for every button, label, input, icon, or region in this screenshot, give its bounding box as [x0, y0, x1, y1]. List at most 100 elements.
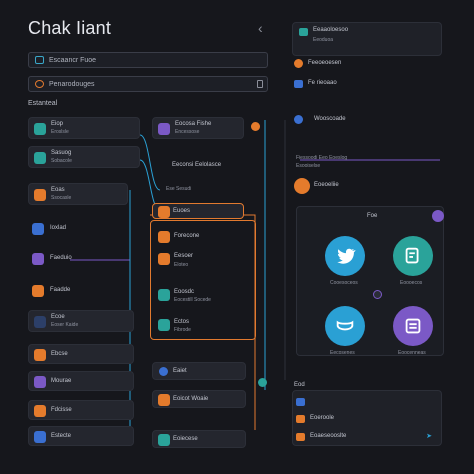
- search-placeholder: Escaancr Fuoe: [49, 57, 97, 64]
- list-item[interactable]: Eiop Eroslsle: [28, 117, 140, 139]
- list-item[interactable]: Ebcse: [28, 344, 134, 364]
- item-icon: [32, 223, 44, 235]
- notes-node[interactable]: [393, 236, 433, 276]
- right-item[interactable]: Fe rieoaao: [294, 78, 434, 90]
- item-icon: [34, 152, 46, 164]
- item-icon: [294, 59, 303, 68]
- search-icon: [35, 56, 44, 64]
- item-sub: Eroslsle: [51, 129, 69, 135]
- item-icon: [34, 431, 46, 443]
- item-label: Estecte: [51, 433, 72, 439]
- item-icon: [158, 394, 170, 406]
- item-sub: Encessose: [175, 129, 200, 135]
- item-label: Ectos: [174, 319, 190, 325]
- item-label: Eoicot Woaie: [173, 396, 209, 402]
- item-label: Eeconsi Eelolasce: [172, 162, 222, 168]
- item-icon: [294, 80, 303, 88]
- item-sub: Sobacole: [51, 158, 72, 164]
- list-item[interactable]: Ioxlad: [30, 220, 130, 238]
- right-item[interactable]: Feeoeoesen: [294, 58, 434, 70]
- grid-node[interactable]: [393, 306, 433, 346]
- list-item-selected[interactable]: Euoes: [152, 203, 244, 219]
- send-icon[interactable]: ➤: [426, 433, 432, 440]
- section-label: Estanteal: [28, 100, 58, 107]
- grid-icon: [405, 318, 421, 334]
- item-label: Faadde: [50, 287, 71, 293]
- item-label: Fdcisse: [51, 407, 72, 413]
- status-dot: [251, 122, 260, 131]
- item-label: Fiessoodi Eeo Eoeslog: [296, 155, 348, 161]
- item-icon: [296, 433, 305, 441]
- list-item[interactable]: Faadde: [30, 282, 130, 300]
- mask-node[interactable]: [325, 306, 365, 346]
- item-icon: [34, 123, 46, 135]
- clipboard-icon[interactable]: [257, 80, 263, 88]
- list-item[interactable]: Fdcisse: [28, 400, 134, 420]
- item-label: Eiop: [51, 121, 64, 127]
- right-item[interactable]: Wooscoade: [294, 113, 434, 127]
- notes-node-label: Eoooecos: [400, 280, 423, 286]
- item-icon: [158, 231, 170, 243]
- item-label: Eoaeseooslte: [310, 433, 347, 439]
- item-label: Ese Sesudi: [166, 186, 192, 192]
- list-item[interactable]: Eoicot Woaie: [152, 390, 246, 408]
- bottom-item[interactable]: Eoeroole: [296, 413, 436, 425]
- item-icon: [34, 316, 46, 328]
- item-label: Ebcse: [51, 351, 68, 357]
- item-label: Eoiecese: [173, 436, 198, 442]
- list-item[interactable]: Eoosdc Eocestill Socede: [158, 288, 248, 308]
- list-item[interactable]: Forecone: [158, 230, 248, 244]
- twitter-node[interactable]: [325, 236, 365, 276]
- list-item[interactable]: Estecte: [28, 426, 134, 446]
- bottom-section-label: Eod: [294, 382, 305, 388]
- panel-icon: [299, 28, 308, 36]
- filter-value: Penarodouges: [49, 81, 95, 88]
- item-label: Eesoer: [174, 253, 194, 259]
- item-icon: [158, 289, 170, 301]
- back-chevron-icon[interactable]: ‹: [258, 20, 263, 36]
- diagram-center-node: [373, 290, 382, 299]
- item-sub: Eocestill Socede: [174, 297, 211, 303]
- notes-icon: [405, 247, 419, 264]
- item-label: Eoeroole: [310, 415, 335, 421]
- bottom-item[interactable]: Eoaeseooslte ➤: [296, 431, 436, 443]
- item-label: Feeoeoesen: [308, 60, 342, 66]
- search-input[interactable]: Escaancr Fuoe: [28, 52, 268, 68]
- list-item[interactable]: Eeconsi Eelolasce: [158, 160, 258, 172]
- item-icon: [159, 367, 168, 376]
- right-header-panel: Eeaaoloesoo Eeoduoa: [292, 22, 442, 56]
- item-label: Euoes: [173, 208, 191, 214]
- item-icon: [294, 115, 303, 124]
- bottom-item[interactable]: [296, 396, 436, 408]
- item-sub: Ssocasle: [51, 195, 72, 201]
- item-label: Eaiet: [173, 368, 187, 374]
- right-item[interactable]: Fiessoodi Eeo Eoeslog Esooiselse: [294, 155, 434, 173]
- list-item[interactable]: Mourae: [28, 371, 134, 391]
- item-label: Mourae: [51, 378, 72, 384]
- item-label: Ecoe: [51, 314, 65, 320]
- twitter-icon: [337, 248, 356, 264]
- list-item[interactable]: Eesoer Eloteo: [158, 252, 248, 272]
- list-item[interactable]: Ecoe Eoser Kaide: [28, 310, 134, 332]
- mask-node-label: Eecosenes: [330, 350, 355, 356]
- filter-select[interactable]: Penarodouges: [28, 76, 268, 92]
- item-icon: [158, 434, 170, 446]
- list-item[interactable]: Faeduio: [30, 250, 130, 268]
- item-icon: [158, 253, 170, 265]
- list-item[interactable]: Ectos Fibrode: [158, 318, 248, 338]
- item-label: Faeduio: [50, 255, 72, 261]
- item-icon: [34, 376, 46, 388]
- list-item[interactable]: Eocosa Fishe Encessose: [152, 117, 244, 139]
- list-item[interactable]: Sasuog Sobacole: [28, 146, 140, 168]
- panel-sub: Eeoduoa: [313, 37, 334, 43]
- right-item[interactable]: Eoeoeliie: [294, 178, 434, 194]
- diagram-options-icon[interactable]: [432, 210, 444, 222]
- list-item[interactable]: Eaiet: [152, 362, 246, 380]
- item-icon: [34, 349, 46, 361]
- list-item[interactable]: Ese Sesudi: [158, 184, 258, 196]
- twitter-node-label: Cooesoceos: [330, 280, 358, 286]
- panel-label: Eeaaoloesoo: [313, 27, 349, 33]
- list-item[interactable]: Eoiecese: [152, 430, 246, 448]
- list-item[interactable]: Eoas Ssocasle: [28, 183, 128, 205]
- item-icon: [158, 206, 170, 218]
